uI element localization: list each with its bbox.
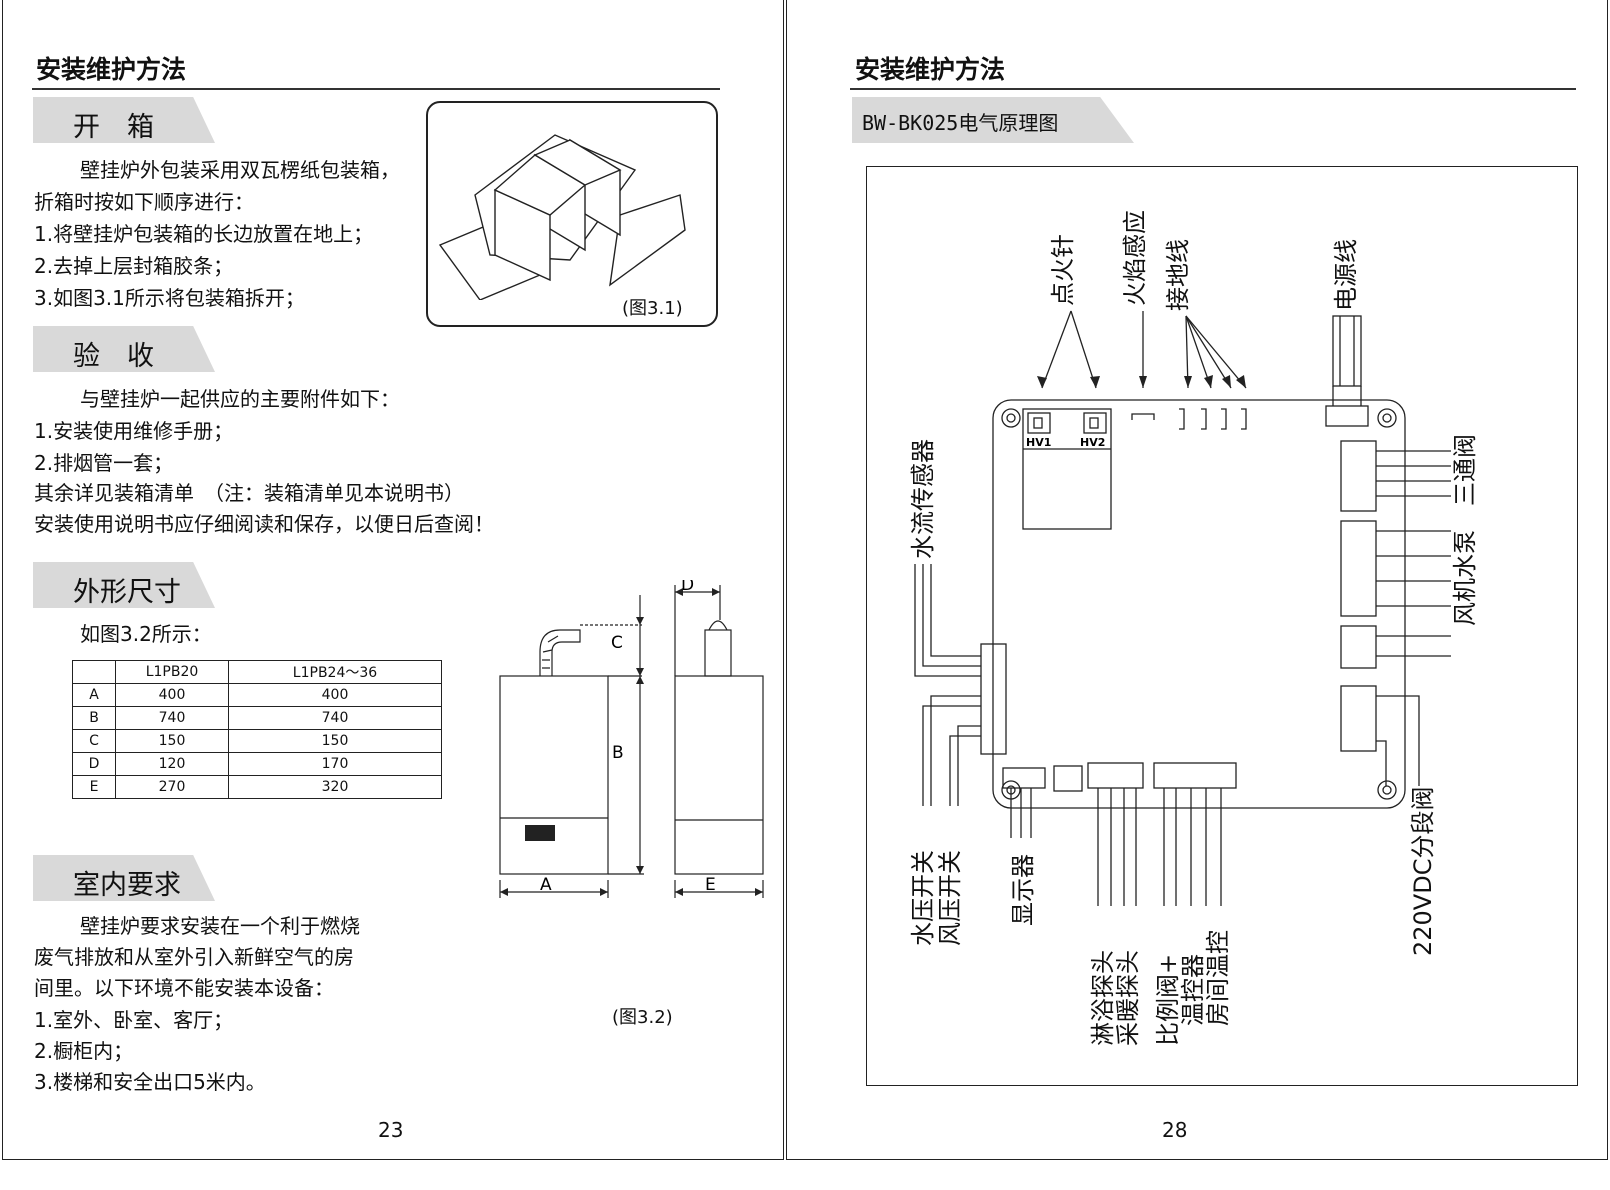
- hv2-label: HV2: [1080, 436, 1105, 449]
- section-tab-dims: 外形尺寸: [33, 562, 215, 608]
- dim-label-e: E: [705, 875, 716, 895]
- left-page-number: 23: [378, 1118, 404, 1142]
- table-cell: D: [72, 752, 116, 776]
- table-cell: 740: [115, 706, 229, 730]
- table-cell: 170: [228, 752, 442, 776]
- boiler-dimension-figure: C B A D E: [499, 580, 764, 898]
- table-header-cell: L1PB24～36: [228, 660, 442, 684]
- table-cell: E: [72, 775, 116, 799]
- indoor-line-5: 2.橱柜内；: [34, 1039, 134, 1063]
- label-ground: 接地线: [1164, 239, 1192, 311]
- label-display: 显示器: [1009, 854, 1037, 926]
- table-row: E 270 320: [72, 775, 442, 799]
- table-row: A 400 400: [72, 683, 442, 707]
- label-water-pressure: 水压开关: [909, 850, 937, 946]
- section-title-indoor: 室内要求: [73, 870, 181, 901]
- unbox-illustration: [438, 134, 686, 300]
- table-cell: 120: [115, 752, 229, 776]
- unbox-line-1: 壁挂炉外包装采用双瓦楞纸包装箱，: [80, 158, 400, 182]
- label-flame: 火焰感应: [1121, 210, 1149, 306]
- section-title-dims: 外形尺寸: [73, 577, 181, 608]
- label-room-temp: 房间温控: [1204, 930, 1232, 1026]
- label-three-way: 三通阀: [1451, 434, 1479, 506]
- label-air-pressure: 风压开关: [936, 850, 964, 946]
- label-pump: 风机水泵: [1451, 530, 1479, 626]
- label-water-flow: 水流传感器: [909, 439, 937, 559]
- indoor-line-1: 壁挂炉要求安装在一个利于燃烧: [80, 914, 360, 938]
- dim-label-a: A: [540, 875, 552, 895]
- figure-3-1-frame: [426, 101, 718, 327]
- table-cell: 320: [228, 775, 442, 799]
- table-row: C 150 150: [72, 729, 442, 753]
- figure-3-2-caption: (图3.2): [612, 1007, 673, 1028]
- dim-label-d: D: [681, 580, 694, 595]
- dim-label-b: B: [612, 743, 624, 763]
- left-page-header: 安装维护方法: [36, 55, 187, 84]
- table-header-row: L1PB20 L1PB24～36: [72, 660, 442, 684]
- label-power: 电源线: [1332, 239, 1360, 311]
- figure-3-1-caption: (图3.1): [622, 298, 683, 319]
- section-title-accept: 验 收: [73, 341, 154, 372]
- right-page-border: [786, 0, 1608, 1160]
- table-cell: C: [72, 729, 116, 753]
- wiring-diagram-frame: [866, 166, 1578, 1086]
- hv1-label: HV1: [1026, 436, 1051, 449]
- dims-intro: 如图3.2所示：: [80, 622, 212, 646]
- accept-line-2: 1.安装使用维修手册；: [34, 419, 234, 443]
- dim-label-c: C: [611, 633, 623, 653]
- label-heating-probe: 采暖探头: [1114, 950, 1142, 1046]
- indoor-line-3: 间里。以下环境不能安装本设备：: [34, 976, 334, 1000]
- table-cell: A: [72, 683, 116, 707]
- table-cell: B: [72, 706, 116, 730]
- left-page-border: [2, 0, 784, 1160]
- table-cell: 400: [115, 683, 229, 707]
- table-cell: 270: [115, 775, 229, 799]
- unbox-line-5: 3.如图3.1所示将包装箱拆开；: [34, 286, 305, 310]
- unbox-line-4: 2.去掉上层封箱胶条；: [34, 254, 234, 278]
- accept-line-4: 其余详见装箱清单 （注：装箱清单见本说明书）: [34, 481, 464, 505]
- label-220v-valve: 220VDC分段阀: [1409, 787, 1437, 956]
- right-page-header: 安装维护方法: [855, 55, 1006, 84]
- table-header-cell: L1PB20: [115, 660, 229, 684]
- section-tab-wiring: BW-BK025电气原理图: [852, 97, 1134, 143]
- unbox-line-3: 1.将壁挂炉包装箱的长边放置在地上；: [34, 222, 374, 246]
- left-header-rule: [32, 88, 720, 90]
- section-title-wiring: BW-BK025电气原理图: [862, 111, 1059, 135]
- table-cell: 740: [228, 706, 442, 730]
- section-tab-unbox: 开 箱: [33, 97, 215, 143]
- accept-line-1: 与壁挂炉一起供应的主要附件如下：: [80, 387, 400, 411]
- label-thermostat: 温控器: [1179, 954, 1207, 1026]
- section-tab-indoor: 室内要求: [33, 855, 215, 901]
- label-ignition: 点火针: [1049, 234, 1077, 306]
- table-cell: 150: [115, 729, 229, 753]
- label-bath-probe: 淋浴探头: [1089, 950, 1117, 1046]
- right-header-rule: [850, 88, 1576, 90]
- dimension-table: L1PB20 L1PB24～36 A 400 400 B 740 740 C 1…: [72, 660, 442, 799]
- label-proportional: 比例阀+: [1154, 954, 1182, 1046]
- indoor-line-6: 3.楼梯和安全出口5米内。: [34, 1070, 266, 1094]
- table-row: D 120 170: [72, 752, 442, 776]
- accept-line-5: 安装使用说明书应仔细阅读和保存，以便日后查阅！: [34, 512, 494, 536]
- accept-line-3: 2.排烟管一套；: [34, 451, 174, 475]
- wiring-diagram: HV1 HV2 点火针 火焰感应 接地线 电源线 水流传感器 水压开关 风压开关…: [909, 210, 1479, 1046]
- right-page-number: 28: [1162, 1118, 1188, 1142]
- table-header-cell: [72, 660, 116, 684]
- table-cell: 150: [228, 729, 442, 753]
- section-title-unbox: 开 箱: [73, 112, 154, 143]
- pcb-board: [992, 399, 1406, 809]
- indoor-line-2: 废气排放和从室外引入新鲜空气的房: [34, 945, 354, 969]
- indoor-line-4: 1.室外、卧室、客厅；: [34, 1008, 234, 1032]
- table-cell: 400: [228, 683, 442, 707]
- section-tab-accept: 验 收: [33, 326, 215, 372]
- unbox-line-2: 折箱时按如下顺序进行：: [34, 190, 254, 214]
- table-row: B 740 740: [72, 706, 442, 730]
